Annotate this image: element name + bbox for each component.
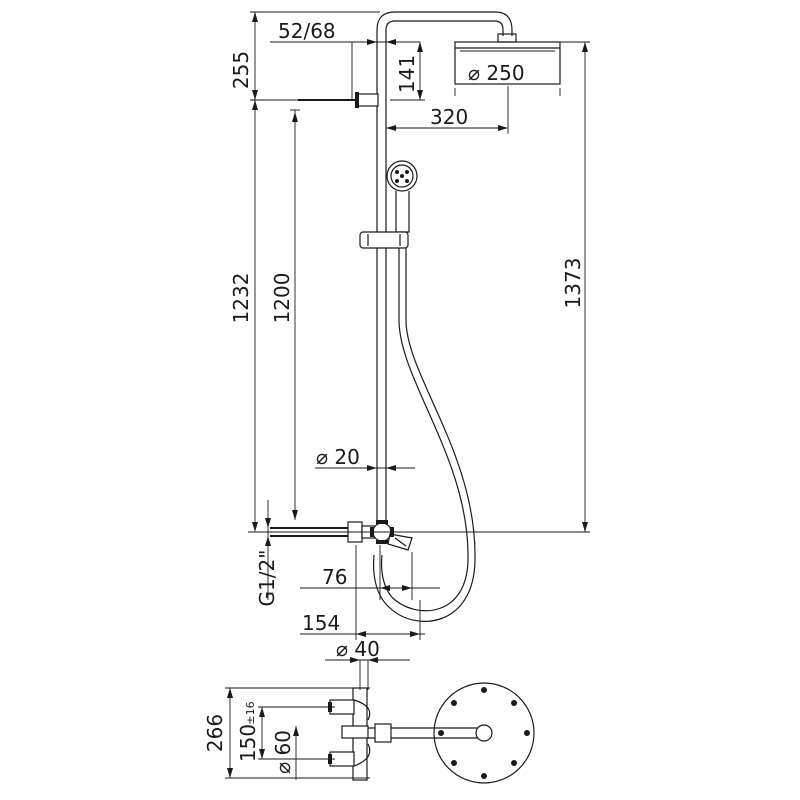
plan-shower-arm [368,723,493,743]
dim-phi-20: ⌀ 20 [316,445,360,469]
riser-pipe [376,30,387,530]
front-dimension-lines [248,11,590,640]
dim-154: 154 [302,611,340,635]
shower-arm [376,11,513,36]
dim-1232: 1232 [229,273,253,324]
dim-1373: 1373 [561,258,585,309]
dim-266: 266 [203,714,227,752]
round-shower-plan [433,682,535,784]
dim-plus-minus-16: ±16 [244,701,257,724]
plan-view [225,657,535,784]
flexible-hose [372,250,476,622]
dim-76: 76 [322,565,347,589]
dim-phi-60: ⌀ 60 [271,730,295,774]
overhead-shower-head [454,33,561,85]
front-view [270,11,561,622]
slider-holder [359,231,409,249]
dim-150: 150 [236,724,260,762]
dim-g12: G1/2" [255,550,279,607]
dim-1200: 1200 [270,273,294,324]
dim-255: 255 [229,51,253,89]
dim-320: 320 [430,105,468,129]
dim-phi-40: ⌀ 40 [336,637,380,661]
dim-141: 141 [395,55,419,93]
dim-52-68: 52/68 [278,19,336,43]
dim-phi-250: ⌀ 250 [468,61,525,85]
inlet-connections [328,699,371,767]
top-wall-bracket [298,92,379,108]
dimension-labels: 255 52/68 141 ⌀ 250 320 1232 1200 1373 ⌀… [203,19,585,774]
mixer-valve [270,520,413,551]
